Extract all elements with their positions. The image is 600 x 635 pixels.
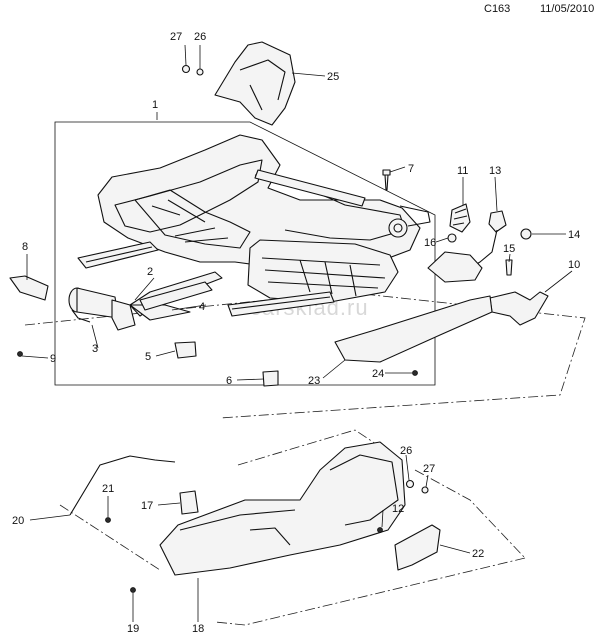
callout-8: 8	[22, 241, 28, 253]
trim-8	[9, 275, 49, 301]
callout-16: 16	[424, 237, 436, 249]
part-11-ribs	[452, 208, 468, 226]
bolt-15	[505, 259, 513, 276]
callout-12-lower: 12	[392, 503, 404, 515]
callout-17: 17	[141, 500, 153, 512]
callout-22: 22	[472, 548, 484, 560]
callout-18: 18	[192, 623, 204, 635]
part-14	[520, 228, 532, 240]
seat-motor	[68, 287, 136, 331]
callout-1: 1	[152, 99, 158, 111]
callout-10: 10	[568, 259, 580, 271]
handle-10	[489, 291, 549, 326]
callout-4: 4	[199, 301, 205, 313]
callout-27-lower: 27	[423, 463, 435, 475]
callout-27-top: 27	[170, 31, 182, 43]
recliner-mechanism	[427, 251, 483, 283]
part-6	[262, 370, 279, 387]
callout-13: 13	[489, 165, 501, 177]
diagram-code: C163	[484, 3, 511, 15]
callout-26-top: 26	[194, 31, 206, 43]
screw-12	[377, 527, 383, 533]
callout-labels: 1 2 3 4 5 6 7 8 9 10 11 12 13 14 15 16 1…	[12, 31, 580, 635]
seat-frame	[97, 134, 431, 303]
part-13	[488, 210, 507, 233]
clip-17	[179, 490, 199, 515]
screw-9	[17, 351, 23, 357]
screw-7	[382, 169, 391, 191]
callout-14: 14	[568, 229, 580, 241]
callout-25: 25	[327, 71, 339, 83]
callout-3: 3	[92, 343, 98, 355]
callout-7: 7	[408, 163, 414, 175]
recliner-cover	[214, 41, 296, 126]
phantom-lines	[24, 291, 586, 626]
leader-lines	[21, 44, 573, 622]
screw-24	[412, 370, 418, 376]
callout-2: 2	[147, 266, 153, 278]
callout-26-lower: 26	[400, 445, 412, 457]
part-16	[447, 233, 457, 243]
callout-19: 19	[127, 623, 139, 635]
callout-23: 23	[308, 375, 320, 387]
seat-rails	[77, 241, 335, 317]
outer-trim-18	[159, 441, 406, 576]
part-5	[174, 341, 197, 359]
callout-20: 20	[12, 515, 24, 527]
callout-5: 5	[145, 351, 151, 363]
callout-15: 15	[503, 243, 515, 255]
diagram-date: 11/05/2010	[540, 3, 595, 15]
callout-21: 21	[102, 483, 114, 495]
pivot-bar	[254, 169, 366, 207]
assembly-boundary	[54, 121, 436, 386]
cable-20	[69, 455, 176, 516]
screw-27-top	[181, 64, 191, 74]
callout-9: 9	[50, 353, 56, 365]
side-trim-23	[334, 295, 493, 363]
callout-24: 24	[372, 368, 384, 380]
washer-26-lower	[405, 479, 415, 489]
callout-6: 6	[226, 375, 232, 387]
callout-11: 11	[457, 165, 468, 177]
part-4	[139, 281, 213, 311]
screw-27-lower	[421, 486, 429, 494]
cover-22	[394, 524, 441, 571]
recliner-cover-ribs	[239, 59, 286, 111]
washer-26-top	[196, 68, 204, 76]
screw-19	[130, 587, 136, 593]
screw-21	[105, 517, 111, 523]
